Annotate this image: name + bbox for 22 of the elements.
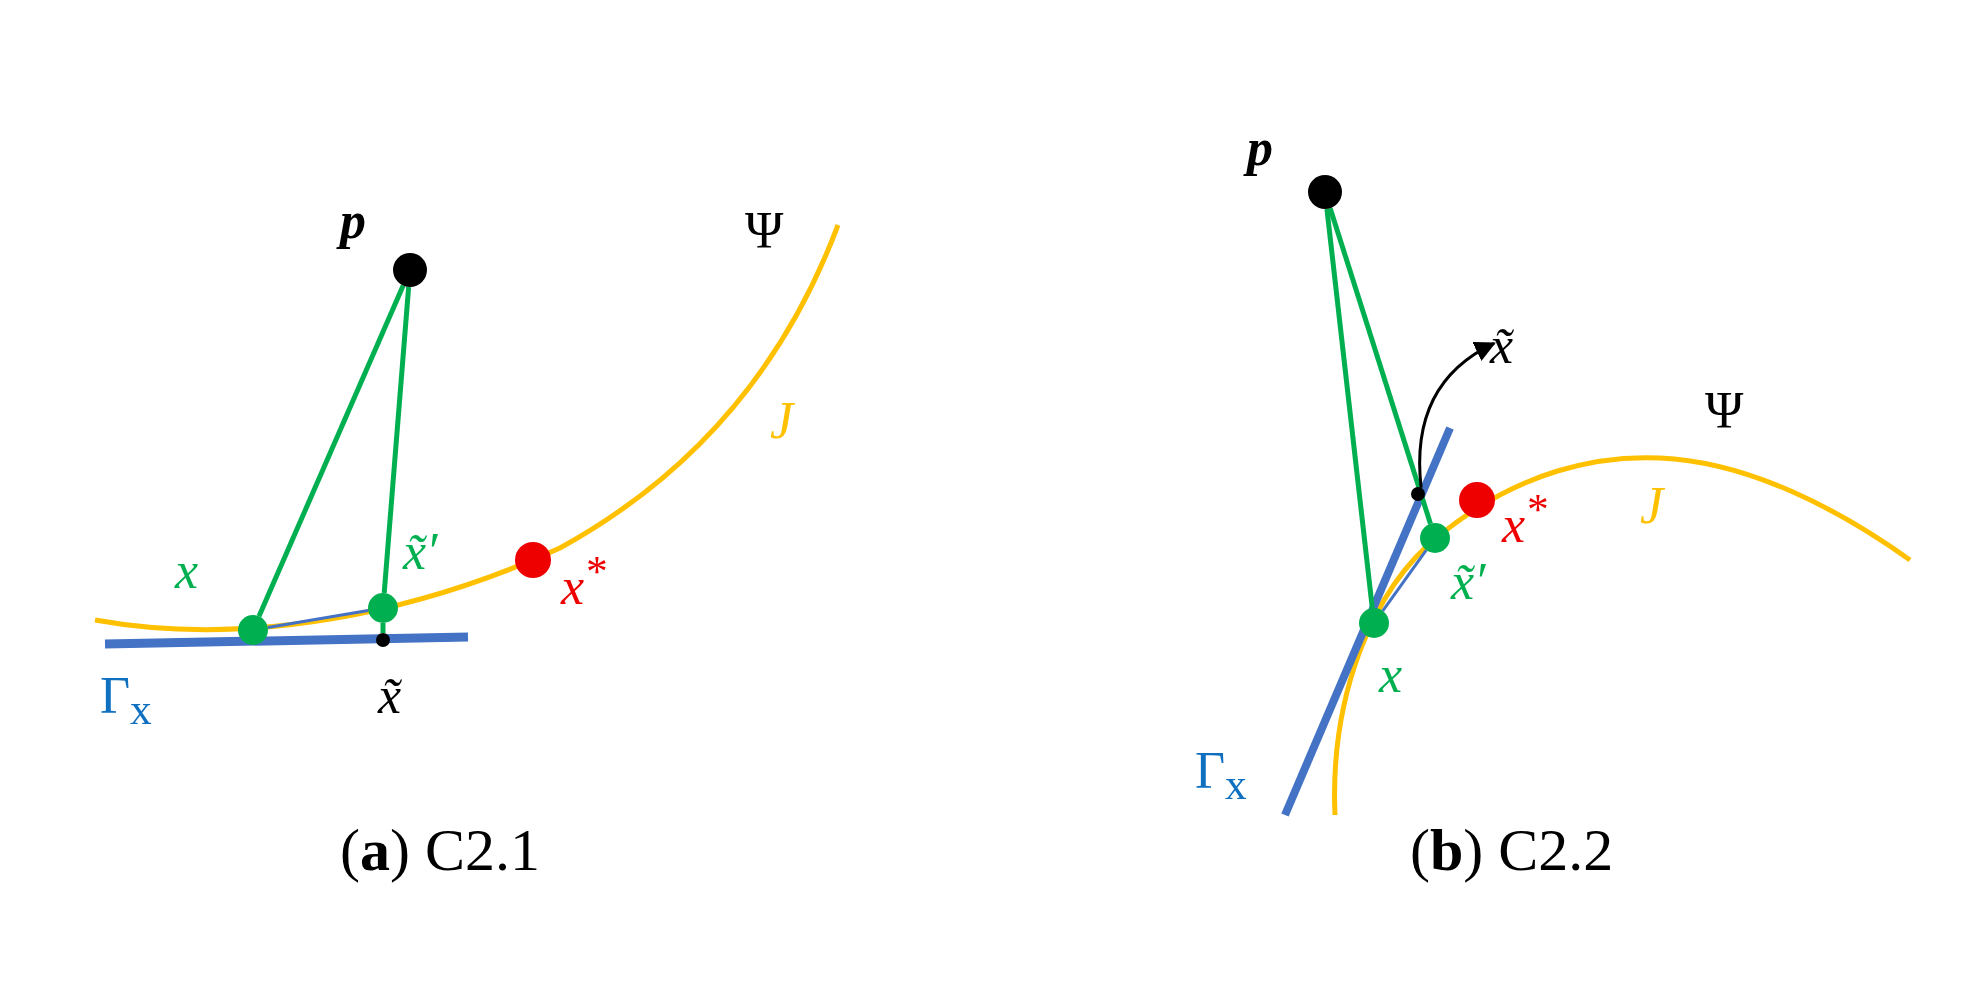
- curve-label: Ψ: [745, 205, 784, 257]
- curve-label: Ψ: [1705, 385, 1744, 437]
- leader-arrow: [1418, 342, 1496, 488]
- point-label: x: [175, 545, 199, 597]
- line-label: Γ$_{x}$: [1195, 745, 1247, 807]
- point-label: x$^{*}$: [1502, 488, 1547, 552]
- point-label: x̃: [378, 670, 402, 722]
- point-label: x: [1379, 649, 1403, 701]
- point-label: x̃′: [1451, 556, 1486, 608]
- point-label: x̃: [1490, 320, 1514, 372]
- connector-line: [267, 609, 369, 629]
- point-label: x$^{*}$: [561, 550, 606, 614]
- connector-line: [381, 286, 412, 594]
- connector-line: [1381, 549, 1428, 612]
- connector-line: [256, 284, 406, 618]
- connector-line: [1327, 207, 1433, 525]
- curve-label: J: [1640, 480, 1664, 532]
- connector-line: [380, 623, 386, 633]
- line-label: Γ$_{x}$: [100, 670, 152, 732]
- curve-label: J: [770, 395, 794, 447]
- point-label: x̃′: [403, 526, 438, 578]
- connector-line: [1324, 208, 1375, 609]
